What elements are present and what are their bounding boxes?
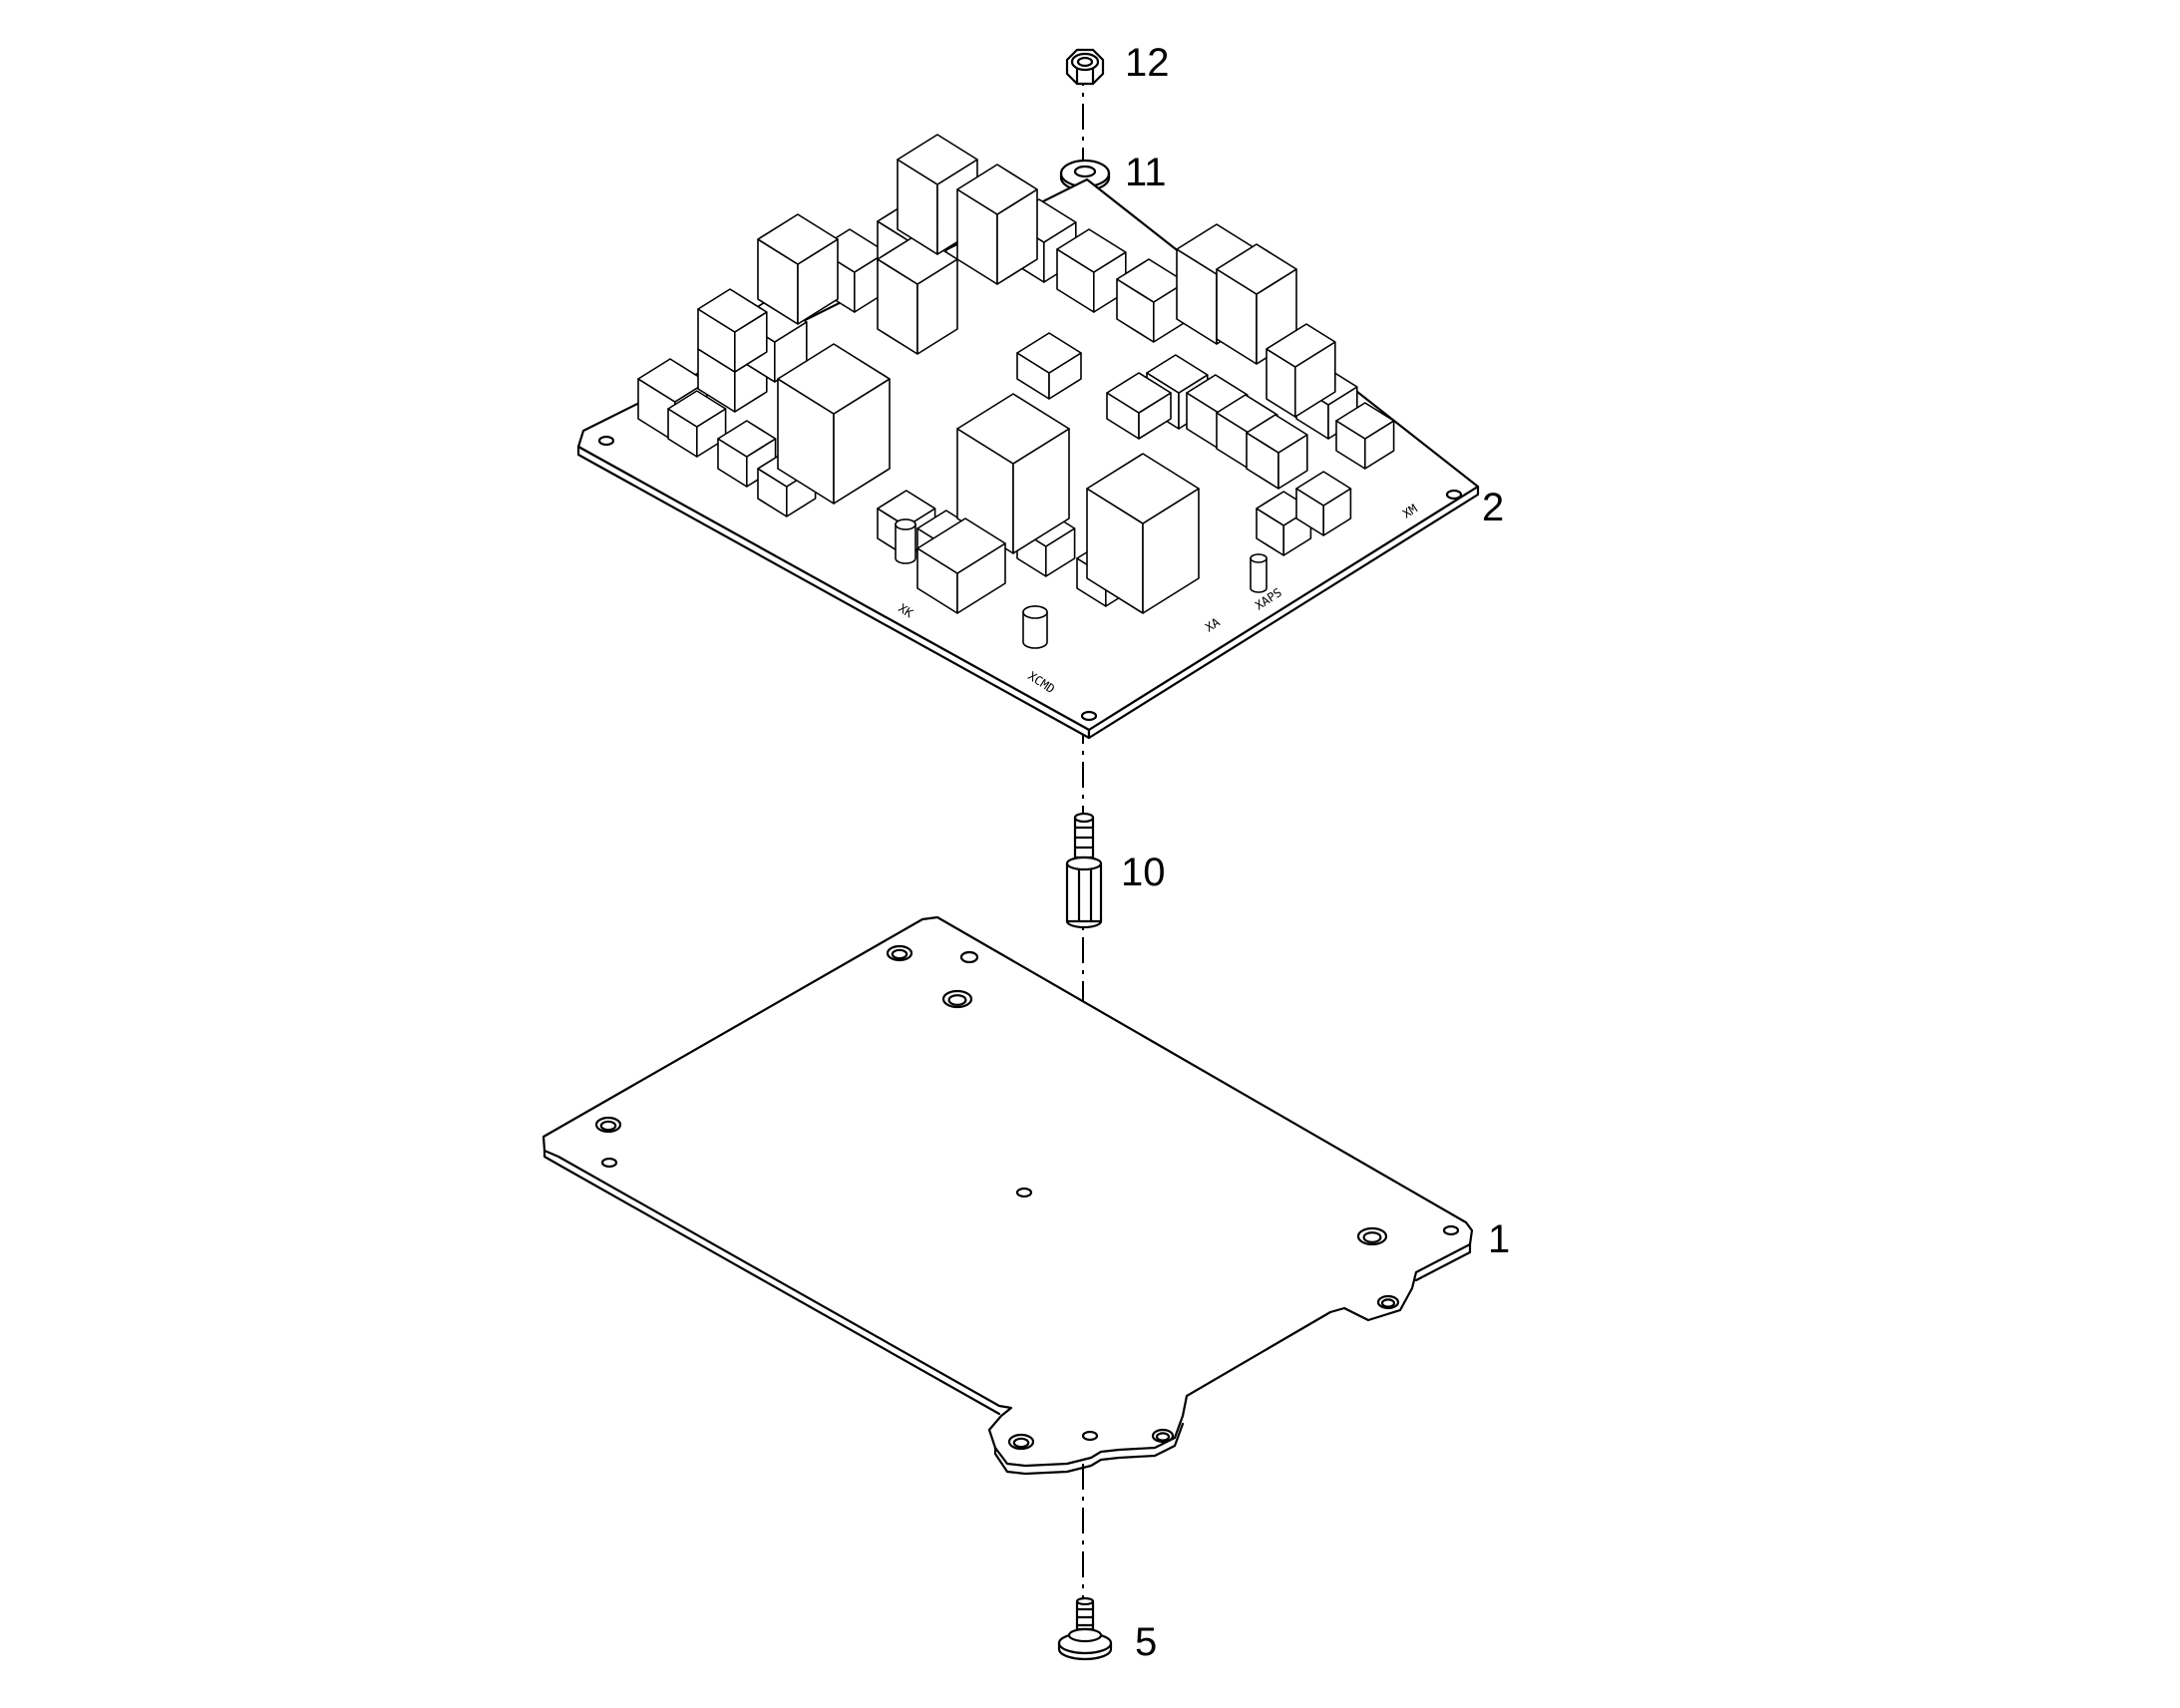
plate-hole bbox=[594, 1116, 622, 1134]
plate-hole-inner bbox=[1012, 1437, 1030, 1449]
plate-hole bbox=[1015, 1187, 1033, 1198]
plate-hole-inner bbox=[1362, 1231, 1382, 1243]
connector-block bbox=[1246, 414, 1308, 490]
plate-hole-inner bbox=[1155, 1432, 1171, 1442]
plate-hole-inner bbox=[891, 948, 908, 960]
connector-block bbox=[1295, 471, 1352, 536]
plate-hole-inner bbox=[1380, 1298, 1396, 1308]
circuit-board-part: XK XCMD XA XAPS XM bbox=[576, 134, 1480, 740]
silk-label-xm: XM bbox=[1400, 502, 1420, 521]
plate-hole bbox=[941, 989, 973, 1009]
cross-part bbox=[1106, 372, 1172, 440]
callout-11: 11 bbox=[1125, 151, 1167, 194]
washer-part bbox=[1059, 159, 1111, 192]
callout-10: 10 bbox=[1121, 851, 1166, 894]
relay-block bbox=[916, 517, 1006, 614]
relay-block bbox=[1266, 323, 1336, 418]
plate-hole bbox=[1151, 1428, 1175, 1444]
relay-block bbox=[877, 233, 958, 355]
connector-block bbox=[667, 390, 727, 458]
callout-12: 12 bbox=[1125, 41, 1170, 85]
plate-hole bbox=[886, 944, 913, 962]
plate-hole bbox=[1376, 1294, 1400, 1310]
plate-hole bbox=[1356, 1226, 1388, 1246]
standoff-part bbox=[1065, 812, 1103, 929]
screw-part bbox=[1057, 1596, 1113, 1661]
relay-block bbox=[956, 164, 1038, 285]
plate-hole-inner bbox=[947, 994, 967, 1006]
plate-hole-inner bbox=[599, 1120, 617, 1132]
plate-hole bbox=[959, 950, 979, 964]
plate-hole bbox=[600, 1157, 618, 1169]
relay-block bbox=[1086, 453, 1200, 614]
hex-nut-part bbox=[1065, 48, 1105, 86]
connector-block bbox=[717, 420, 777, 488]
callout-2: 2 bbox=[1482, 486, 1504, 529]
relay-block bbox=[777, 343, 891, 505]
mounting-plate-part bbox=[542, 915, 1474, 1476]
plate-hole bbox=[1007, 1433, 1035, 1451]
relay-block bbox=[757, 213, 839, 325]
capacitor bbox=[895, 518, 916, 564]
cross-part bbox=[1016, 332, 1082, 400]
plate-hole bbox=[1081, 1430, 1099, 1442]
callout-5: 5 bbox=[1135, 1620, 1157, 1664]
plate-hole bbox=[1442, 1224, 1460, 1236]
connector-block bbox=[1335, 402, 1395, 470]
capacitor bbox=[1022, 605, 1048, 649]
connector-block bbox=[697, 288, 768, 373]
capacitor bbox=[1250, 553, 1268, 593]
callout-1: 1 bbox=[1488, 1217, 1510, 1261]
connector-block bbox=[1056, 228, 1127, 313]
